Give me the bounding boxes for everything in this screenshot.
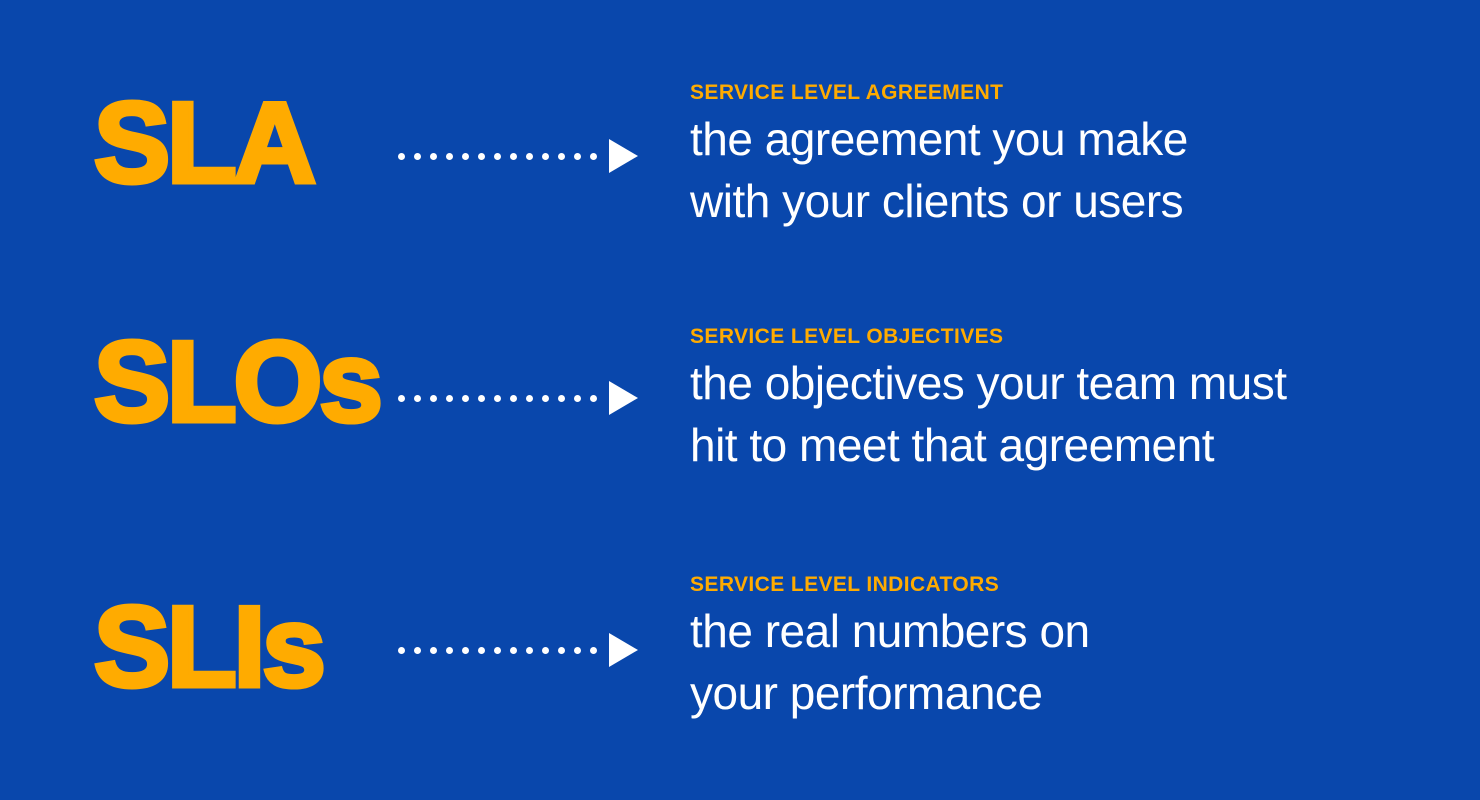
acronym-slos: SLOs [92,319,386,446]
arrow-dot [398,152,405,160]
arrow-dot [542,646,549,654]
arrow-dot [590,646,597,654]
definition-line: hit to meet that agreement [690,419,1214,471]
arrow-dot [574,646,581,654]
arrow-dot [446,152,453,160]
definition-line: your performance [690,667,1043,719]
arrow-dot [462,152,469,160]
arrow-dot [494,394,501,402]
section-label: SERVICE LEVEL AGREEMENT [690,81,1004,104]
definition-line: with your clients or users [690,175,1184,227]
arrow-head [609,139,638,173]
arrow-dot [414,646,421,654]
section-label: SERVICE LEVEL INDICATORS [690,573,1000,596]
section-label: SERVICE LEVEL OBJECTIVES [690,325,1004,348]
arrow-dot [494,152,501,160]
arrow-dot [462,646,469,654]
arrow-dot [414,394,421,402]
definition-block-slos: SERVICE LEVEL OBJECTIVES the objectives … [690,325,1287,476]
arrow-dot [510,646,517,654]
definition-line: the agreement you make [690,113,1188,165]
arrow-dot [430,394,437,402]
arrow-dot [478,394,485,402]
arrow-dot [478,152,485,160]
definition-block-slis: SERVICE LEVEL INDICATORS the real number… [690,573,1090,724]
definition-text: the agreement you make with your clients… [690,108,1188,232]
arrow-dot [558,394,565,402]
arrow-dot [590,394,597,402]
dotted-arrow-icon [398,632,638,668]
arrow-dot [574,394,581,402]
arrow-dot [590,152,597,160]
arrow-dot [558,646,565,654]
arrow-dot [430,646,437,654]
acronym-slis: SLIs [92,584,329,711]
arrow-dot [398,394,405,402]
arrow-dot [510,152,517,160]
arrow-dot [462,394,469,402]
arrow-dot [478,646,485,654]
arrow-dot [526,394,533,402]
definition-text: the real numbers on your performance [690,600,1090,724]
dotted-arrow-icon [398,138,638,174]
arrow-dot [446,394,453,402]
arrow-dot [526,646,533,654]
arrow-dot [542,152,549,160]
arrow-dot [510,394,517,402]
arrow-dot [574,152,581,160]
arrow-dot [398,646,405,654]
definition-block-sla: SERVICE LEVEL AGREEMENT the agreement yo… [690,81,1188,232]
definition-text: the objectives your team must hit to mee… [690,352,1287,476]
definition-line: the objectives your team must [690,357,1287,409]
dotted-arrow-icon [398,380,638,416]
arrow-dot [494,646,501,654]
definition-line: the real numbers on [690,605,1090,657]
arrow-dot [414,152,421,160]
arrow-dot [430,152,437,160]
arrow-dot [542,394,549,402]
arrow-dot [446,646,453,654]
arrow-head [609,633,638,667]
arrow-head [609,381,638,415]
acronym-sla: SLA [92,80,319,207]
arrow-dot [558,152,565,160]
arrow-dot [526,152,533,160]
